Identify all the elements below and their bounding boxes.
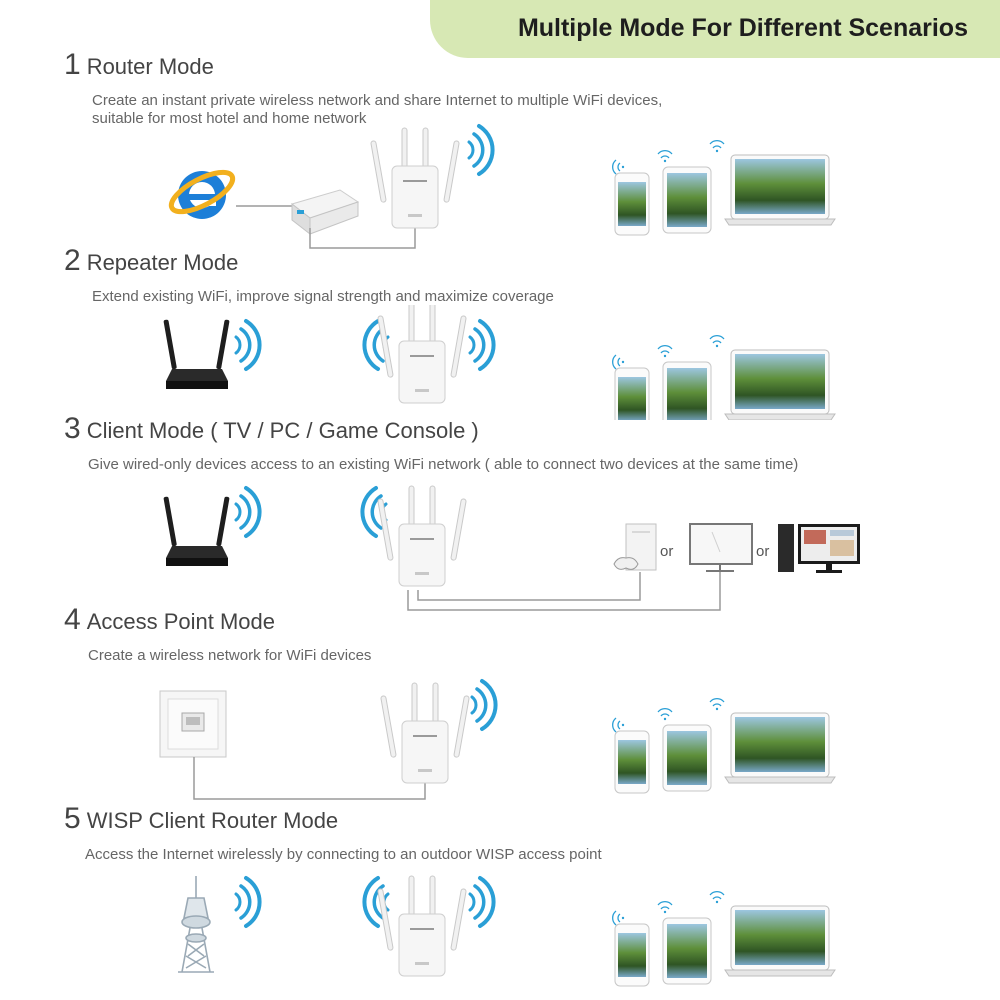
internet-explorer-icon <box>168 169 236 219</box>
wifi-signal-icon <box>468 319 496 371</box>
repeater-icon <box>377 875 467 977</box>
device-group <box>613 336 835 420</box>
router-icon <box>163 319 230 389</box>
tv-icon <box>689 523 753 572</box>
mode-name: Router Mode <box>86 54 214 79</box>
mode-description-line: Access the Internet wirelessly by connec… <box>85 846 602 863</box>
wisp-mode-diagram <box>178 875 1000 998</box>
device-group <box>613 892 835 986</box>
page-title: Multiple Mode For Different Scenarios <box>517 14 968 42</box>
repeater-icon <box>377 305 467 404</box>
wifi-signal-icon <box>234 876 262 928</box>
mode-name: WISP Client Router Mode <box>86 808 339 833</box>
mode-description: Create a wireless network for WiFi devic… <box>88 647 371 665</box>
mode-description-line: Extend existing WiFi, improve signal str… <box>92 288 554 305</box>
mode-description-line: Create a wireless network for WiFi devic… <box>88 647 372 664</box>
transmission-tower-icon <box>178 876 214 973</box>
mode-number: 1 <box>64 48 81 81</box>
device-group <box>613 699 835 793</box>
mode-description-line: Give wired-only devices access to an exi… <box>88 456 799 473</box>
router-icon <box>163 496 230 566</box>
mode-description: Access the Internet wirelessly by connec… <box>85 846 602 864</box>
game-console-icon <box>613 523 657 571</box>
wifi-signal-icon <box>467 124 495 176</box>
device-group <box>613 141 835 235</box>
header-banner: Multiple Mode For Different Scenarios <box>430 0 1000 58</box>
ethernet-wall-socket-icon <box>159 690 227 758</box>
repeater-mode-diagram <box>163 305 1000 420</box>
mode-number: 2 <box>64 244 81 277</box>
wifi-signal-icon <box>468 876 496 928</box>
wifi-signal-icon <box>234 319 262 371</box>
mode-description: Give wired-only devices access to an exi… <box>88 456 798 474</box>
mode-number: 3 <box>64 412 81 445</box>
mode-description: Create an instant private wireless netwo… <box>92 92 662 128</box>
mode-description-line: suitable for most hotel and home network <box>92 110 367 127</box>
modem-icon <box>290 189 360 236</box>
repeater-icon <box>370 127 460 229</box>
mode-name: Client Mode ( TV / PC / Game Console ) <box>86 418 479 443</box>
mode-number: 4 <box>64 603 81 636</box>
or-separator: or <box>660 543 673 560</box>
mode-description-line: Create an instant private wireless netwo… <box>92 92 663 109</box>
repeater-icon <box>380 682 470 784</box>
mode-number: 5 <box>64 802 81 835</box>
wifi-signal-icon <box>234 486 262 538</box>
desktop-pc-icon <box>778 524 860 573</box>
or-separator: or <box>756 543 769 560</box>
mode-description: Extend existing WiFi, improve signal str… <box>92 288 554 306</box>
mode-name: Repeater Mode <box>86 250 239 275</box>
repeater-icon <box>377 485 467 587</box>
wifi-signal-icon <box>470 679 498 731</box>
router-mode-diagram <box>168 124 1000 249</box>
mode-name: Access Point Mode <box>86 609 275 634</box>
access-point-mode-diagram <box>159 679 1000 800</box>
client-mode-diagram: or or <box>163 485 860 611</box>
